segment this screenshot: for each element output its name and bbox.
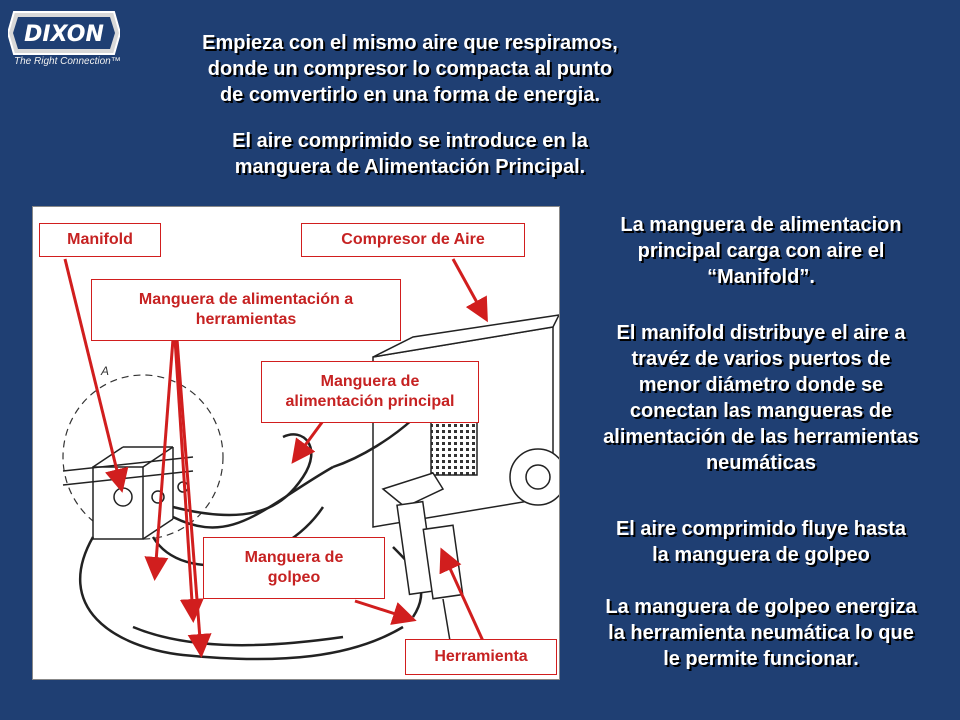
explanation-2: El manifold distribuye el aire a travéz … — [603, 322, 919, 474]
callout-arrows — [63, 258, 488, 658]
label-manguera-golpeo: Manguera de golpeo — [203, 537, 385, 599]
label-compresor: Compresor de Aire — [301, 223, 525, 257]
tool-drawing — [381, 472, 464, 648]
diagram-panel: A — [32, 206, 560, 680]
label-manguera-principal: Manguera de alimentación principal — [261, 361, 479, 423]
explanation-4: La manguera de golpeo energiza la herram… — [605, 596, 917, 670]
label-manifold: Manifold — [39, 223, 161, 257]
intro-text: Empieza con el mismo aire que respiramos… — [202, 32, 618, 106]
dixon-logo: DIXON — [8, 8, 120, 70]
equipment-illustration: A — [62, 258, 559, 661]
svg-text:DIXON: DIXON — [24, 22, 104, 47]
svg-text:A: A — [100, 364, 109, 378]
label-manguera-herramientas: Manguera de alimentación a herramientas — [91, 279, 401, 341]
label-herramienta: Herramienta — [405, 639, 557, 675]
explanation-3: El aire comprimido fluye hasta la mangue… — [615, 518, 907, 566]
explanation-1: La manguera de alimentacion principal ca… — [620, 214, 902, 288]
intro-text-2: El aire comprimido se introduce en la ma… — [232, 130, 588, 178]
logo-tagline: The Right Connection™ — [14, 56, 121, 67]
